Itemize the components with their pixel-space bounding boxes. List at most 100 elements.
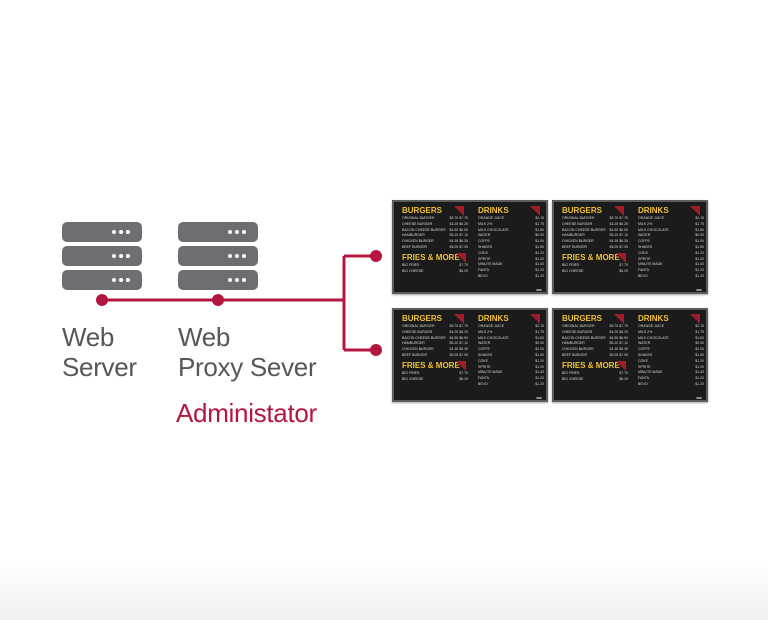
- menu-item-price: $4.25 $6.25: [609, 221, 629, 226]
- menu-item-name: ORANGE JUICE: [638, 216, 665, 220]
- menu-item: FANTA $1.20: [476, 268, 546, 274]
- server-unit: [178, 270, 258, 290]
- menu-item-price: $1.20: [535, 381, 544, 386]
- display-logo: [696, 397, 702, 399]
- menu-item-name: SPRITE: [638, 364, 651, 369]
- menu-item-price: $5.05 $7.05: [609, 352, 629, 357]
- menu-item: ORANGE JUICE$2.15: [476, 324, 546, 330]
- server-icon: [62, 222, 142, 294]
- fries-heading: FRIES & MORE: [400, 252, 470, 263]
- menu-item: SPRITE$1.20: [636, 257, 706, 263]
- menu-item-price: $1.75: [535, 221, 544, 226]
- menu-item: MILK 2%$1.75: [636, 222, 706, 228]
- menu-item: ORIGINAL BURGER$5.75 $7.75: [560, 216, 630, 222]
- menu-item-price: $1.00: [535, 347, 544, 352]
- menu-item-price: $5.05 $7.05: [609, 244, 629, 249]
- menu-item-price: $4.25 $6.25: [449, 221, 469, 226]
- heading-accent: [614, 314, 624, 324]
- menu-item-name: BIG FRIES: [562, 370, 580, 375]
- menu-item-name: MILK 2%: [638, 329, 653, 334]
- menu-item-name: COFFE: [478, 347, 490, 352]
- menu-item-name: COFFE: [638, 347, 650, 352]
- menu-item: SPRITE $1.20: [636, 365, 706, 371]
- menu-item: BEVO$1.20: [636, 382, 706, 388]
- menu-item-price: $4.35 $6.35: [449, 347, 469, 352]
- menu-item-price: $1.00: [695, 239, 704, 244]
- menu-item-name: CHEESE BURGER: [562, 329, 593, 334]
- menu-item-price: $1.20: [535, 358, 544, 363]
- menu-item-price: $5.05 $7.05: [449, 352, 469, 357]
- menu-item-name: MILK 2%: [638, 221, 653, 226]
- menu-item-price: $1.20: [695, 381, 704, 386]
- menu-item-price: $4.35 $6.35: [609, 347, 629, 352]
- menu-item-name: BIG CHEESE: [402, 376, 424, 381]
- menu-item-name: COFFE: [638, 239, 650, 244]
- menu-item-price: $1.50: [535, 244, 544, 249]
- menu-item-price: $5.10 $7.10: [449, 341, 469, 346]
- menu-item-price: $1.20: [695, 364, 704, 369]
- menu-item-price: $7.75: [459, 370, 468, 375]
- menu-item-price: $4.35 $6.35: [609, 239, 629, 244]
- menu-item: MILK 2% $1.75: [476, 222, 546, 228]
- menu-item-price: $5.05 $7.05: [449, 244, 469, 249]
- menu-item: ORANGE JUICE$2.15: [476, 216, 546, 222]
- administrator-label: Administator: [176, 398, 317, 428]
- server-icon: [178, 222, 258, 294]
- heading-accent: [614, 206, 624, 216]
- menu-item: BACON CHEESE BURGER$4.50 $6.50: [560, 228, 630, 234]
- menu-item-name: COKE: [478, 358, 488, 363]
- menu-item: BIG FRIES $7.75: [400, 371, 470, 377]
- menu-item: HAMBURGER $5.10 $7.10: [400, 341, 470, 347]
- menu-item-price: $5.10 $7.10: [609, 341, 629, 346]
- menu-item-name: WATER: [478, 233, 491, 238]
- menu-item-name: CHICKEN BURGER: [562, 347, 594, 352]
- menu-item-price: $1.80: [535, 335, 544, 340]
- menu-item-name: SPRITE: [638, 256, 651, 261]
- menu-item-price: $6.25: [619, 268, 628, 273]
- menu-item: ORIGINAL BURGER$5.75 $7.75: [400, 324, 470, 330]
- menu-item: BIG FRIES$7.75: [400, 263, 470, 269]
- burgers-heading: BURGERS: [560, 206, 630, 216]
- heading-accent: [616, 360, 626, 371]
- menu-item-price: $4.50 $6.50: [449, 335, 469, 340]
- menu-item: WATER$0.50: [476, 341, 546, 347]
- menu-item: BEEF BURGER$5.05 $7.05: [400, 245, 470, 251]
- heading-accent: [454, 206, 464, 216]
- web-proxy-label-line1: Web: [178, 322, 231, 352]
- heading-accent: [530, 314, 540, 324]
- menu-item-price: $1.20: [535, 256, 544, 261]
- menu-item-name: HAMBURGER: [402, 341, 425, 346]
- menu-item-price: $4.25 $6.25: [449, 329, 469, 334]
- menu-item-price: $1.20: [535, 268, 544, 273]
- drinks-heading: DRINKS: [636, 314, 706, 324]
- display-node-dot-bottom: [370, 344, 382, 356]
- heading-accent: [456, 360, 466, 371]
- menu-item-name: SHAKES: [638, 244, 653, 249]
- menu-item-name: MILK 2%: [478, 221, 493, 226]
- menu-item-name: MILK CHOCOLATE: [638, 227, 669, 232]
- menu-item: COFFE $1.00: [476, 347, 546, 353]
- menu-item-price: $1.20: [695, 358, 704, 363]
- menu-item: SHAKES$1.50: [476, 353, 546, 359]
- menu-item-price: $5.10 $7.10: [609, 233, 629, 238]
- menu-item-name: ORIGINAL BURGER: [562, 324, 595, 328]
- menu-item-name: MILK CHOCOLATE: [478, 335, 509, 340]
- menu-item-price: $4.50 $6.50: [449, 227, 469, 232]
- menu-item-name: WATER: [638, 233, 651, 238]
- menu-item-price: $4.50 $6.50: [609, 227, 629, 232]
- menu-item: HAMBURGER$5.10 $7.10: [560, 341, 630, 347]
- menu-item-name: BIG FRIES: [402, 370, 420, 375]
- menu-item-price: $1.20: [535, 376, 544, 381]
- fries-heading: FRIES & MORE: [560, 360, 630, 371]
- menu-item-name: BEEF BURGER: [562, 352, 588, 357]
- web-proxy-label: Web Proxy Sever: [178, 322, 317, 382]
- display-logo: [536, 289, 542, 291]
- menu-item: MINUTE MADE$1.40: [476, 262, 546, 268]
- menu-item-name: FANTA: [478, 268, 490, 273]
